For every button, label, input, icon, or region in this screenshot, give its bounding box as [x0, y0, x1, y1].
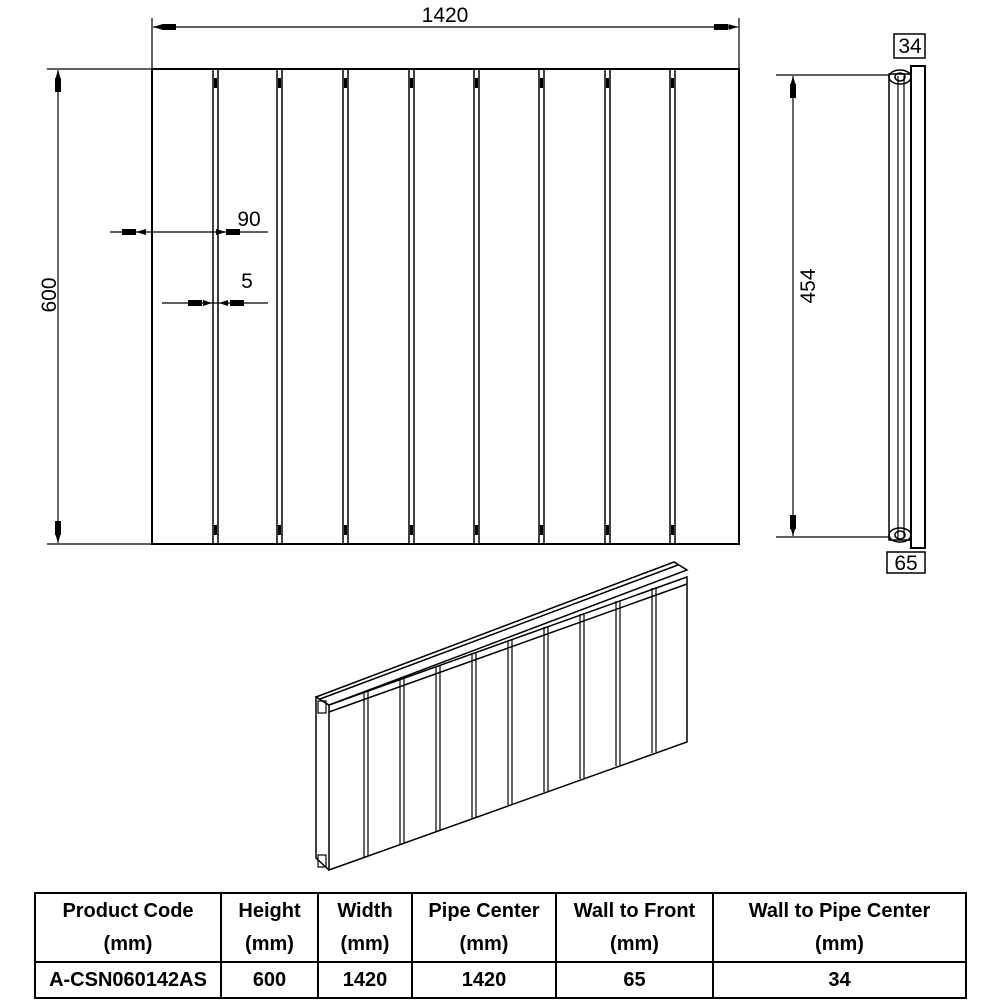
table-cell: 1420 — [411, 961, 557, 999]
gap-dimension — [162, 300, 268, 306]
table-header: Height(mm) — [220, 892, 319, 963]
table-header: Wall to Front(mm) — [555, 892, 714, 963]
side-panel-body — [888, 73, 912, 541]
column-groove — [276, 69, 283, 544]
height-dimension — [47, 68, 152, 545]
pipe-center-label: 454 — [797, 268, 820, 303]
table-header: Product Code(mm) — [34, 892, 222, 963]
side-panel-front — [910, 65, 926, 549]
column-groove — [342, 69, 349, 544]
height-label: 600 — [38, 277, 61, 312]
isometric-view — [314, 561, 689, 872]
table-header: Width(mm) — [317, 892, 413, 963]
table-cell: 34 — [712, 961, 967, 999]
width-label: 1420 — [422, 4, 469, 27]
front-view — [47, 18, 740, 545]
iso-front-face — [328, 575, 688, 872]
table-header: Wall to Pipe Center(mm) — [712, 892, 967, 963]
pipe-center-dimension — [776, 74, 889, 538]
table-header-row: Product Code(mm) Height(mm) Width(mm) Pi… — [34, 892, 967, 963]
side-view — [776, 33, 926, 574]
technical-drawing: 1420 600 90 5 454 34 65 — [38, 4, 926, 872]
wall-to-pipe-label: 34 — [898, 35, 922, 58]
column-groove — [473, 69, 480, 544]
pipe-connector — [888, 69, 912, 543]
table-cell: 600 — [220, 961, 319, 999]
table-cell: A-CSN060142AS — [34, 961, 222, 999]
column-groove — [538, 69, 545, 544]
table-header: Pipe Center(mm) — [411, 892, 557, 963]
wall-to-front-box — [886, 551, 926, 574]
spec-table: Product Code(mm) Height(mm) Width(mm) Pi… — [34, 892, 967, 999]
front-column-grooves — [212, 69, 676, 544]
table-row: A-CSN060142AS 600 1420 1420 65 34 — [34, 961, 967, 999]
column-groove — [212, 69, 219, 544]
groove-end-ticks — [214, 78, 674, 535]
table-cell: 65 — [555, 961, 714, 999]
front-panel-outline — [151, 68, 740, 545]
column-width-dimension — [110, 229, 268, 235]
table-cell: 1420 — [317, 961, 413, 999]
iso-top-face — [314, 561, 689, 706]
column-groove — [669, 69, 676, 544]
wall-to-pipe-box — [893, 33, 926, 59]
wall-to-front-label: 65 — [894, 552, 917, 575]
iso-column-grooves — [363, 587, 657, 857]
width-dimension — [151, 18, 740, 69]
gap-label: 5 — [241, 270, 253, 293]
column-width-label: 90 — [237, 208, 260, 231]
column-groove — [604, 69, 611, 544]
column-groove — [408, 69, 415, 544]
